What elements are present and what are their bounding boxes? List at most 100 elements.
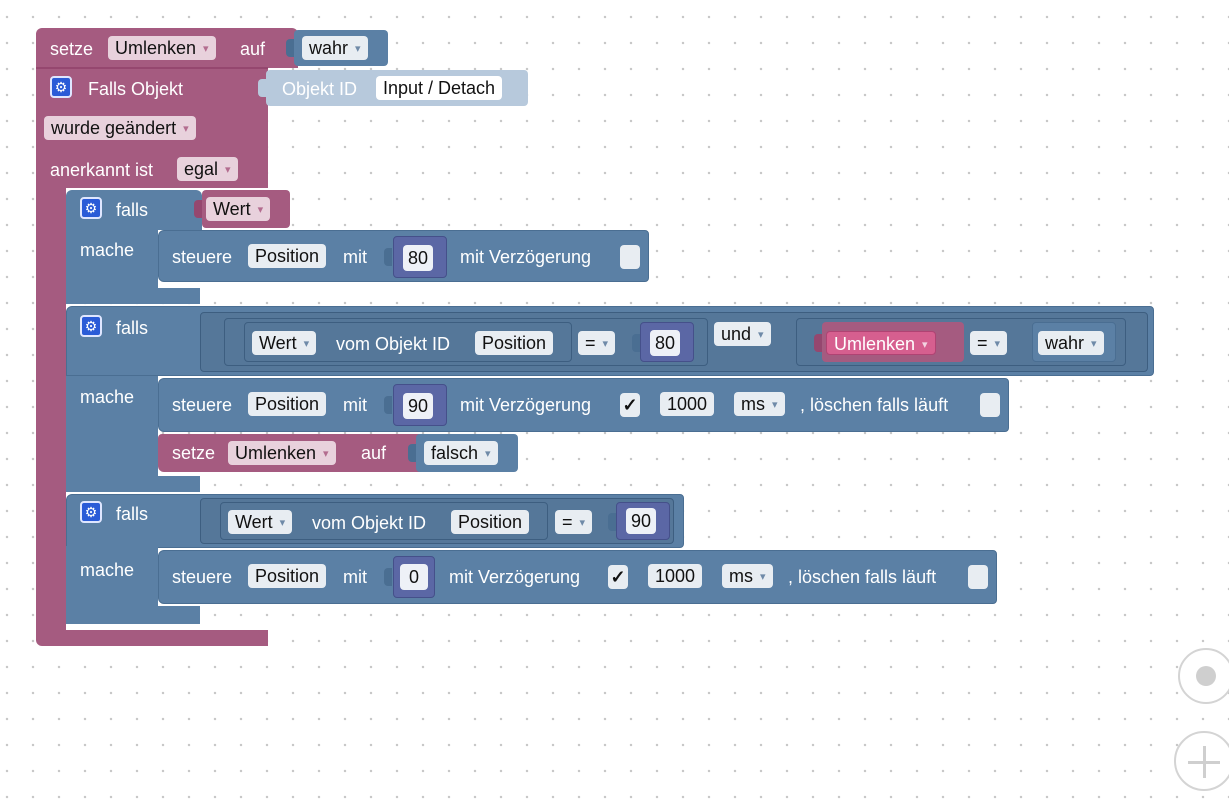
falls-label: falls: [116, 504, 149, 524]
mit-label: mit: [343, 247, 367, 267]
object-id-value: Position: [482, 333, 547, 353]
number-field[interactable]: 80: [403, 245, 433, 271]
connector-notch: [258, 79, 266, 97]
connector-notch: [286, 39, 294, 57]
connector-notch: [814, 334, 822, 352]
variable-dropdown-value: Umlenken: [834, 334, 916, 354]
unit-dropdown[interactable]: ms▾: [722, 564, 773, 588]
dropdown-arrow-icon: ▾: [760, 571, 766, 584]
boolean-dropdown[interactable]: wahr▾: [302, 36, 368, 60]
verzoegerung-label: mit Verzögerung: [460, 247, 592, 267]
dropdown-arrow-icon: ▾: [203, 43, 209, 56]
dropdown-arrow-icon: ▾: [225, 164, 231, 177]
number-field[interactable]: 90: [626, 508, 656, 534]
target-object-value: Position: [255, 246, 320, 266]
change-type-value: wurde geändert: [51, 118, 177, 138]
steuere-label: steuere: [172, 567, 233, 587]
object-id-value: Input / Detach: [383, 78, 496, 98]
delay-checkbox[interactable]: ✓: [608, 565, 628, 589]
connector-notch: [608, 513, 616, 531]
object-id-value: Position: [458, 512, 523, 532]
logic-operator-value: und: [721, 324, 752, 344]
delay-checkbox[interactable]: [620, 245, 640, 269]
number-field[interactable]: 0: [400, 564, 428, 590]
auf-label: auf: [361, 443, 387, 463]
mit-label: mit: [343, 567, 367, 587]
operator-dropdown[interactable]: =▾: [578, 331, 616, 355]
clear-running-checkbox[interactable]: [980, 393, 1000, 417]
boolean-dropdown[interactable]: wahr▾: [1038, 331, 1104, 355]
gear-icon[interactable]: ⚙: [50, 76, 72, 98]
logic-operator-dropdown[interactable]: und▾: [714, 322, 771, 346]
ack-dropdown-value: egal: [184, 159, 219, 179]
setze-label: setze: [172, 443, 216, 463]
number-field[interactable]: 80: [650, 330, 680, 356]
auf-label: auf: [240, 39, 266, 59]
dropdown-arrow-icon: ▾: [279, 517, 286, 530]
boolean-dropdown-value: wahr: [309, 38, 349, 58]
variable-dropdown[interactable]: Wert ▾: [206, 197, 271, 221]
variable-dropdown-value: Umlenken: [235, 443, 317, 463]
dropdown-arrow-icon: ▾: [257, 204, 264, 217]
object-id-field[interactable]: Input / Detach: [376, 76, 503, 100]
number-field[interactable]: 90: [403, 393, 433, 419]
setze-label: setze: [50, 39, 94, 59]
if-block-3-bottom: [66, 606, 200, 624]
object-id-field[interactable]: Position: [475, 331, 554, 355]
trigger-block-spine: [36, 188, 66, 632]
target-object-field[interactable]: Position: [248, 392, 327, 416]
dropdown-arrow-icon: ▾: [994, 338, 1001, 351]
connector-notch: [384, 396, 392, 414]
ack-dropdown[interactable]: egal ▾: [177, 157, 238, 181]
anerkannt-label: anerkannt ist: [50, 160, 154, 180]
operator-value: =: [585, 333, 596, 353]
operator-dropdown[interactable]: =▾: [970, 331, 1008, 355]
mache-label: mache: [80, 240, 135, 260]
delay-field[interactable]: 1000: [648, 564, 703, 588]
object-id-field[interactable]: Position: [451, 510, 530, 534]
target-icon-center: [1196, 666, 1216, 686]
if-block-1-spine: [66, 230, 158, 290]
variable-dropdown[interactable]: Umlenken▾: [108, 36, 216, 60]
boolean-dropdown[interactable]: falsch ▾: [424, 441, 498, 465]
target-object-value: Position: [255, 394, 320, 414]
dropdown-arrow-icon: ▾: [183, 123, 189, 136]
delay-field[interactable]: 1000: [660, 392, 715, 416]
target-object-field[interactable]: Position: [248, 244, 327, 268]
if-block-2-bottom: [66, 476, 200, 492]
variable-dropdown[interactable]: Umlenken ▾: [228, 441, 336, 465]
dropdown-arrow-icon: ▾: [485, 448, 491, 461]
operator-value: =: [562, 512, 573, 532]
change-type-dropdown[interactable]: wurde geändert ▾: [44, 116, 196, 140]
delay-checkbox[interactable]: ✓: [620, 393, 640, 417]
objekt-id-label: Objekt ID: [282, 79, 358, 99]
plus-icon-v: [1203, 746, 1206, 778]
delay-value: 1000: [655, 566, 696, 586]
dropdown-arrow-icon: ▾: [922, 339, 928, 352]
connector-notch: [632, 334, 640, 352]
dropdown-arrow-icon: ▾: [772, 399, 778, 412]
dropdown-arrow-icon: ▾: [323, 448, 329, 461]
if-block-1-bottom: [66, 288, 200, 304]
gear-icon[interactable]: ⚙: [80, 197, 102, 219]
target-icon[interactable]: [1178, 648, 1229, 704]
unit-dropdown[interactable]: ms▾: [734, 392, 785, 416]
value-mode-dropdown[interactable]: Wert▾: [252, 331, 317, 355]
target-object-field[interactable]: Position: [248, 564, 327, 588]
variable-dropdown[interactable]: Umlenken ▾: [826, 331, 936, 355]
operator-dropdown[interactable]: =▾: [555, 510, 593, 534]
steuere-label: steuere: [172, 395, 233, 415]
plus-icon[interactable]: [1174, 731, 1229, 791]
value-mode-dropdown[interactable]: Wert▾: [228, 510, 293, 534]
variable-dropdown-value: Wert: [213, 199, 251, 219]
gear-icon[interactable]: ⚙: [80, 501, 102, 523]
boolean-dropdown-value: falsch: [431, 443, 479, 463]
loeschen-label: , löschen falls läuft: [788, 567, 937, 587]
clear-running-checkbox[interactable]: [968, 565, 988, 589]
falls-objekt-label: Falls Objekt: [88, 79, 184, 99]
connector-notch: [384, 248, 392, 266]
gear-icon[interactable]: ⚙: [80, 315, 102, 337]
mache-label: mache: [80, 560, 135, 580]
boolean-dropdown-value: wahr: [1045, 333, 1085, 353]
